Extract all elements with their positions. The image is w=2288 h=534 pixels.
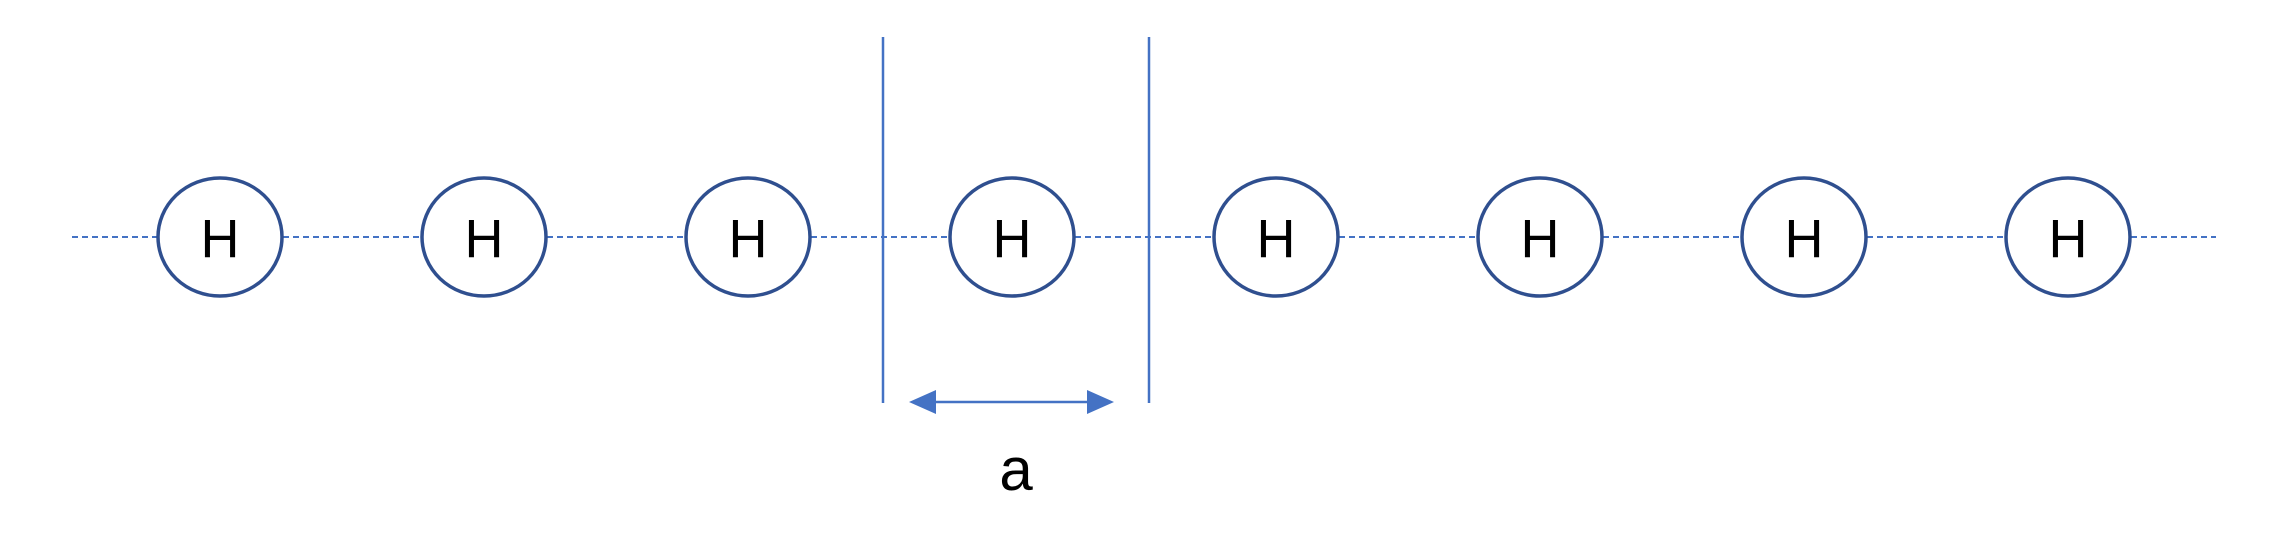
atom-circle	[2004, 176, 2132, 298]
atom-label: H	[1785, 209, 1824, 269]
hydrogen-atom: H	[2004, 176, 2132, 298]
atom-circle	[1212, 176, 1340, 298]
arrowhead-left-icon	[909, 390, 936, 414]
atom-label: H	[729, 209, 768, 269]
atom-circle	[156, 176, 284, 298]
atom-label: H	[993, 209, 1032, 269]
atom-circle	[1740, 176, 1868, 298]
arrowhead-right-icon	[1087, 390, 1114, 414]
hydrogen-atom: H	[1740, 176, 1868, 298]
hydrogen-atom: H	[420, 176, 548, 298]
atom-label: H	[1257, 209, 1296, 269]
atom-circle	[948, 176, 1076, 298]
hydrogen-atom: H	[1212, 176, 1340, 298]
hydrogen-atom: H	[948, 176, 1076, 298]
atom-chain: H H H H H H H H	[156, 176, 2132, 298]
atom-circle	[1476, 176, 1604, 298]
atom-label: H	[1521, 209, 1560, 269]
atom-label: H	[465, 209, 504, 269]
hydrogen-atom: H	[156, 176, 284, 298]
hydrogen-atom: H	[1476, 176, 1604, 298]
lattice-constant-label: a	[999, 436, 1033, 503]
hydrogen-atom: H	[684, 176, 812, 298]
atom-label: H	[201, 209, 240, 269]
atom-circle	[420, 176, 548, 298]
lattice-constant-arrow	[909, 390, 1114, 414]
atom-circle	[684, 176, 812, 298]
atom-label: H	[2049, 209, 2088, 269]
